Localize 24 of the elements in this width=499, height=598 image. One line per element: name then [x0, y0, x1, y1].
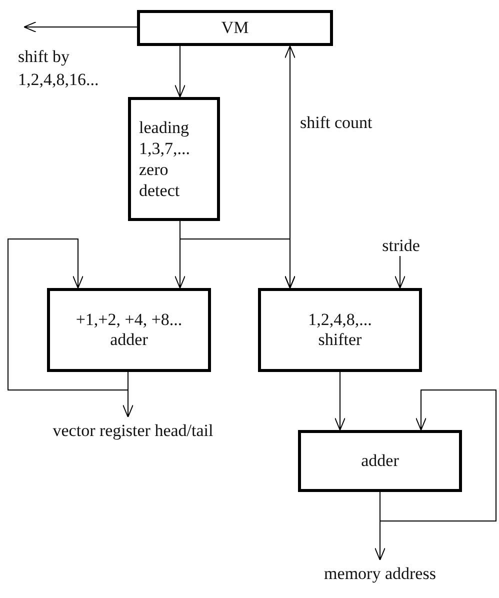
process-box — [258, 288, 422, 372]
input-label: stride — [382, 236, 420, 256]
arrow — [122, 372, 134, 418]
process-box — [137, 10, 333, 46]
arrow — [394, 256, 406, 288]
box-label: leading 1,3,7,... zero detect — [139, 116, 191, 202]
output-label: memory address — [324, 564, 436, 584]
output-label: vector register head/tail — [52, 420, 214, 442]
arrow — [180, 220, 296, 288]
process-box — [47, 288, 211, 372]
process-box — [298, 430, 462, 492]
arrow — [374, 492, 386, 560]
arrow — [24, 22, 138, 32]
arrow — [8, 238, 128, 390]
box-label: shifter — [318, 330, 362, 350]
arrow — [174, 46, 186, 98]
arrow — [334, 372, 346, 430]
box-label: adder — [110, 330, 148, 350]
box-label: +1,+2, +4, +8... — [76, 310, 182, 330]
box-label: 1,2,4,8,... — [308, 310, 372, 330]
arrow — [380, 390, 496, 522]
box-label: VM — [221, 18, 249, 38]
process-box — [128, 97, 220, 221]
box-label: adder — [361, 450, 399, 472]
